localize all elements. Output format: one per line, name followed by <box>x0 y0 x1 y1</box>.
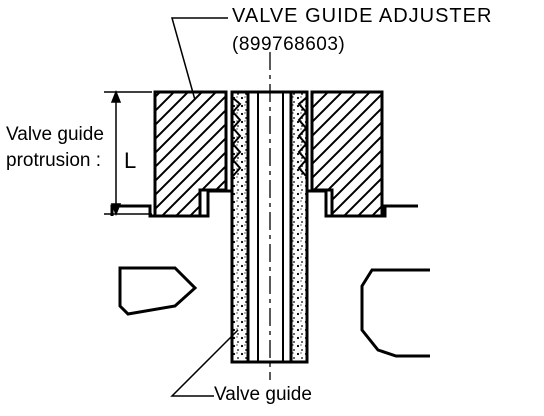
valve-stem-bore <box>257 92 284 362</box>
protrusion-dimension <box>104 89 152 217</box>
port-cavity-right <box>360 268 430 358</box>
protrusion-label-line1: Valve guide <box>6 124 104 145</box>
adjuster-part-number: (899768603) <box>232 34 346 55</box>
protrusion-label-line2: protrusion : <box>6 150 102 171</box>
guide-leader-line <box>170 329 239 397</box>
adjuster-label: VALVE GUIDE ADJUSTER <box>232 5 493 27</box>
dimension-symbol-L: L <box>124 148 137 173</box>
port-cavity-left <box>118 266 198 316</box>
valve-guide-left-wall <box>230 90 250 364</box>
adjuster-left-block <box>153 90 228 218</box>
valve-guide-right-wall <box>289 90 309 364</box>
adjuster-thread-right <box>297 97 308 177</box>
adjuster-leader-line <box>171 17 228 101</box>
adjuster-thread-left <box>231 97 242 177</box>
adjuster-right-block <box>310 90 384 218</box>
valve-guide-label: Valve guide <box>214 384 312 405</box>
